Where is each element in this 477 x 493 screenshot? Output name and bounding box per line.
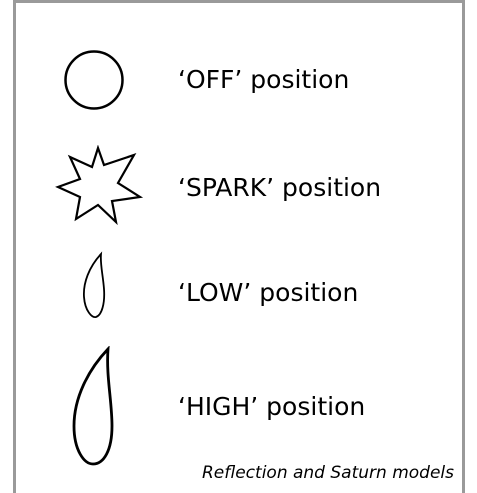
legend-panel: ‘OFF’ position ‘SPARK’ position ‘LOW’ po… [13, 0, 465, 493]
circle-icon [64, 50, 124, 110]
legend-label-spark: ‘SPARK’ position [178, 173, 382, 202]
models-caption: Reflection and Saturn models [201, 463, 454, 483]
small-flame-icon [83, 251, 106, 318]
star-burst-icon [55, 145, 144, 225]
legend-label-high: ‘HIGH’ position [178, 392, 366, 421]
large-flame-icon [72, 346, 114, 466]
legend-label-low: ‘LOW’ position [178, 278, 359, 307]
legend-label-off: ‘OFF’ position [178, 65, 350, 94]
